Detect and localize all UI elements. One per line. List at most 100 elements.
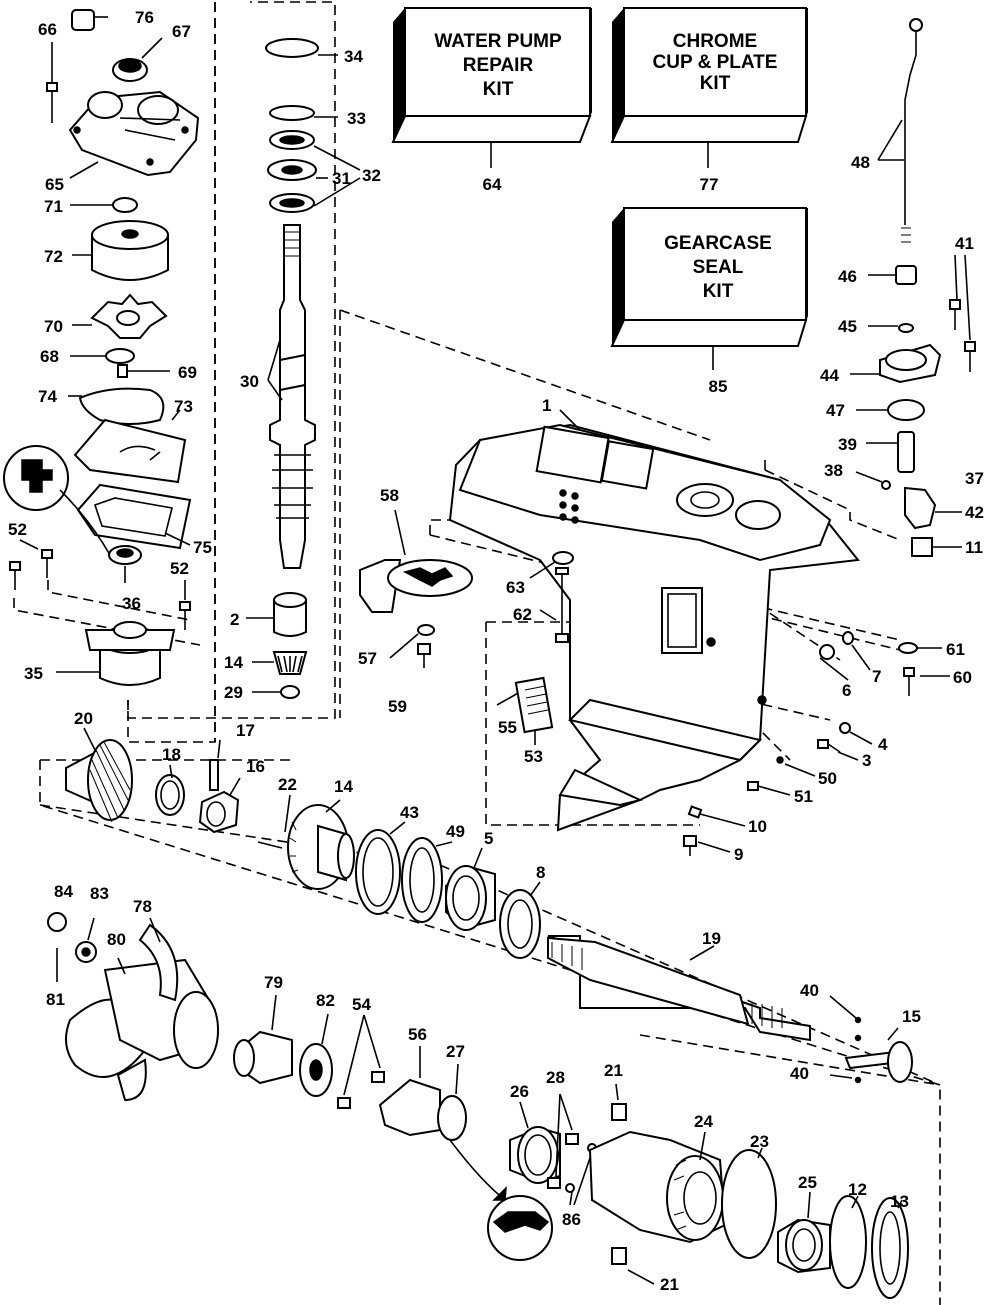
callout-71: 71: [44, 197, 63, 216]
shift-parts: [850, 18, 976, 557]
callout-16: 16: [246, 757, 265, 776]
callout-23: 23: [750, 1132, 769, 1151]
callout-65: 65: [45, 175, 64, 194]
gearcase-fasteners: [359, 509, 950, 856]
callout-57: 57: [358, 649, 377, 668]
kit-number: 64: [483, 175, 502, 194]
callout-61: 61: [946, 640, 965, 659]
callout-10: 10: [748, 817, 767, 836]
callout-75: 75: [193, 538, 212, 557]
callout-17: 17: [236, 721, 255, 740]
callout-42: 42: [965, 503, 984, 522]
callout-12: 12: [848, 1180, 867, 1199]
callout-1: 1: [542, 396, 551, 415]
callout-84: 84: [54, 882, 73, 901]
callout-33: 33: [347, 109, 366, 128]
kit-label-line: KIT: [700, 73, 731, 94]
callout-40: 40: [800, 981, 819, 1000]
callout-52: 52: [8, 520, 27, 539]
callout-62: 62: [513, 605, 532, 624]
kit-label-line: SEAL: [693, 257, 744, 278]
callout-76: 76: [135, 8, 154, 27]
callout-81: 81: [46, 990, 65, 1009]
callout-4: 4: [878, 735, 888, 754]
callout-5: 5: [484, 829, 493, 848]
callout-7: 7: [872, 667, 881, 686]
water-pump-repair-kit-box: WATER PUMP REPAIR KIT: [391, 7, 592, 168]
callout-24: 24: [694, 1112, 713, 1131]
kit-number: 77: [700, 175, 719, 194]
callout-47: 47: [826, 401, 845, 420]
callout-70: 70: [44, 317, 63, 336]
kit-label-line: GEARCASE: [664, 233, 772, 254]
callout-11: 11: [965, 538, 983, 557]
callout-37: 37: [965, 469, 984, 488]
assembly-guide-lines: [13, 1, 941, 1305]
callout-53: 53: [524, 747, 543, 766]
callout-14: 14: [224, 653, 243, 672]
callout-28: 28: [546, 1068, 565, 1087]
callout-60: 60: [953, 668, 972, 687]
kit-label-line: KIT: [483, 79, 514, 100]
callout-20: 20: [74, 709, 93, 728]
callout-72: 72: [44, 247, 63, 266]
callout-25: 25: [798, 1173, 817, 1192]
callout-46: 46: [838, 267, 857, 286]
callout-54: 54: [352, 995, 371, 1014]
callout-9: 9: [734, 845, 743, 864]
callout-29: 29: [224, 683, 243, 702]
callout-39: 39: [838, 435, 857, 454]
driveshaft-parts: [246, 38, 361, 699]
callout-79: 79: [264, 973, 283, 992]
callout-63: 63: [506, 578, 525, 597]
callout-43: 43: [400, 803, 419, 822]
callout-15: 15: [902, 1007, 921, 1026]
callout-19: 19: [702, 929, 721, 948]
callout-35: 35: [24, 664, 43, 683]
callout-6: 6: [842, 681, 851, 700]
gearcase-seal-kit-box: GEARCASE SEAL KIT: [610, 207, 808, 370]
callout-78: 78: [133, 897, 152, 916]
callout-38: 38: [824, 461, 843, 480]
kit-label-line: WATER PUMP: [434, 31, 562, 52]
callout-34: 34: [344, 47, 363, 66]
callout-18: 18: [162, 745, 181, 764]
callout-67: 67: [172, 22, 191, 41]
callout-52: 52: [170, 559, 189, 578]
gearcase-housing: [448, 409, 860, 832]
callout-80: 80: [107, 930, 126, 949]
kit-label-line: CHROME: [673, 31, 757, 52]
callout-3: 3: [862, 751, 871, 770]
callout-44: 44: [820, 366, 839, 385]
callout-21: 21: [604, 1061, 623, 1080]
callout-22: 22: [278, 775, 297, 794]
callout-83: 83: [90, 884, 109, 903]
callout-36: 36: [122, 594, 141, 613]
chrome-cup-plate-kit-box: CHROME CUP & PLATE KIT: [610, 7, 808, 168]
water-pump-parts: [3, 9, 200, 686]
callout-27: 27: [446, 1042, 465, 1061]
callout-2: 2: [230, 610, 239, 629]
kit-label-line: REPAIR: [463, 55, 534, 76]
callout-8: 8: [536, 863, 545, 882]
callout-31: 31: [332, 169, 351, 188]
callout-69: 69: [178, 363, 197, 382]
callout-49: 49: [446, 822, 465, 841]
callout-73: 73: [174, 397, 193, 416]
callout-51: 51: [794, 787, 813, 806]
callout-40: 40: [790, 1064, 809, 1083]
kit-label-line: KIT: [703, 281, 734, 302]
callout-13: 13: [890, 1192, 909, 1211]
callout-48: 48: [851, 153, 870, 172]
callout-30: 30: [240, 372, 259, 391]
callout-21: 21: [660, 1275, 679, 1294]
callout-86: 86: [562, 1210, 581, 1229]
callout-labels: 76 67 66 65 71 72 70 68 69 74 73 75 52 5…: [8, 8, 984, 1294]
callout-45: 45: [838, 317, 857, 336]
propshaft-parts: [47, 912, 913, 1299]
callout-41: 41: [955, 234, 974, 253]
callout-68: 68: [40, 347, 59, 366]
callout-58: 58: [380, 486, 399, 505]
callout-66: 66: [38, 20, 57, 39]
